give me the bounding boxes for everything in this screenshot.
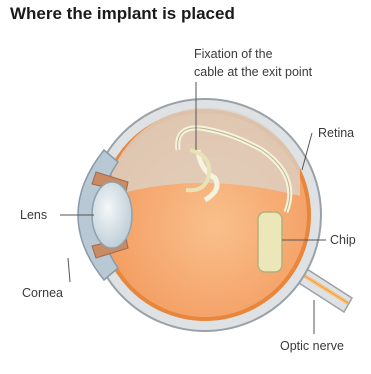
label-chip: Chip bbox=[330, 233, 356, 247]
label-lens: Lens bbox=[20, 208, 47, 222]
label-fixation-line2: cable at the exit point bbox=[194, 65, 313, 79]
label-cornea: Cornea bbox=[22, 286, 63, 300]
lens bbox=[92, 182, 132, 248]
label-retina: Retina bbox=[318, 126, 354, 140]
chip bbox=[258, 212, 282, 272]
label-optic-nerve: Optic nerve bbox=[280, 339, 344, 353]
label-fixation-line1: Fixation of the bbox=[194, 47, 273, 61]
